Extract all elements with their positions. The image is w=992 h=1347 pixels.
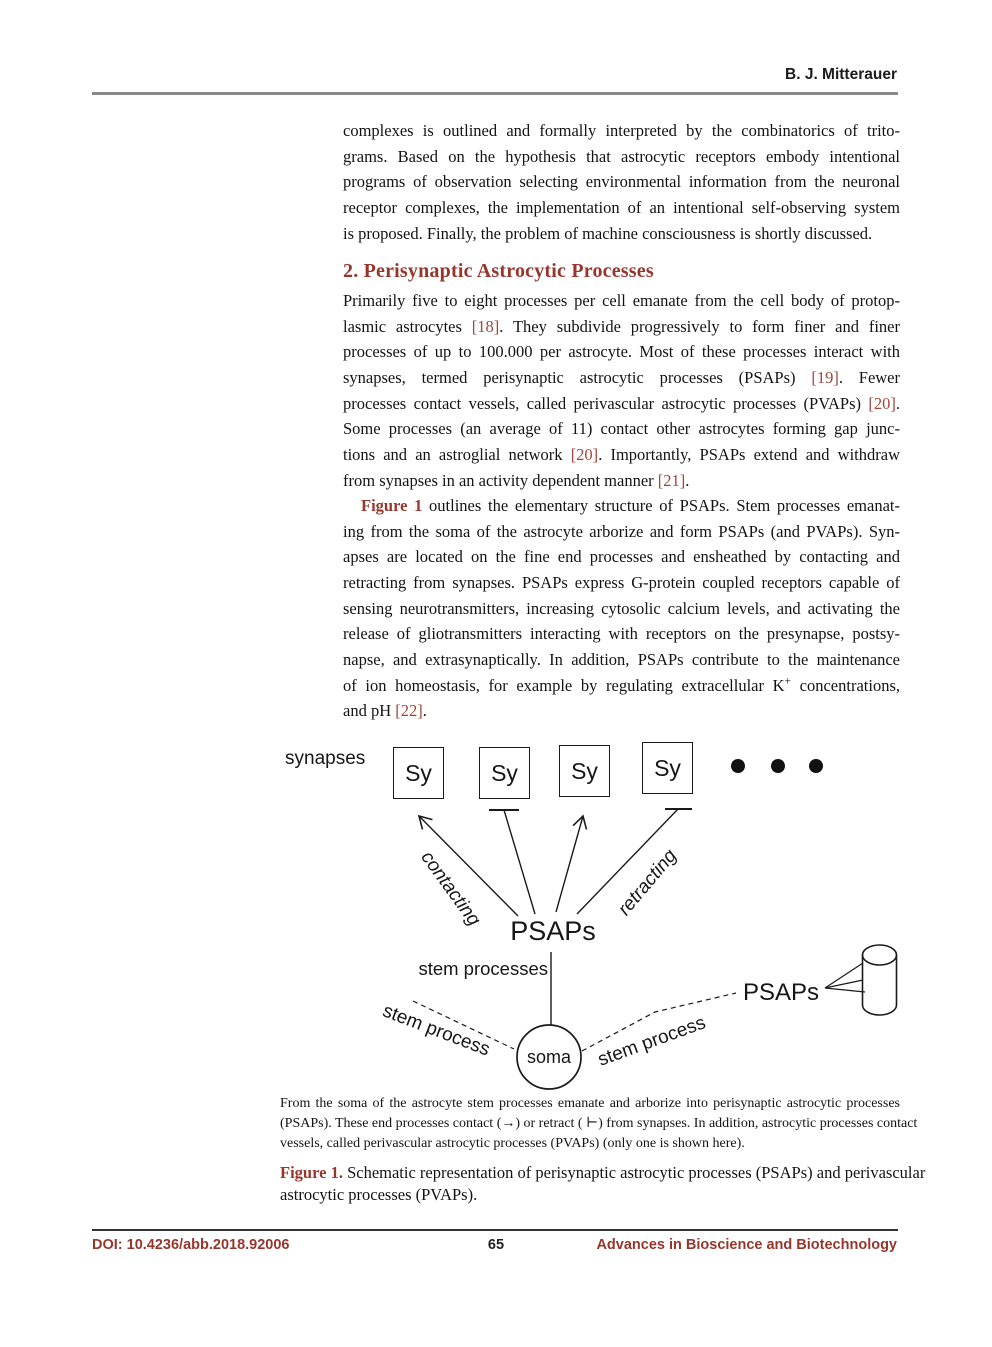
psaps-pvap-label: PSAPs <box>742 979 820 1006</box>
citation-link[interactable]: [19] <box>811 367 839 387</box>
running-head-author: B. J. Mitterauer <box>785 66 897 83</box>
vessel-cylinder <box>861 944 898 1016</box>
contacting-arrow-line-1 <box>417 814 519 917</box>
doi-text: DOI: 10.4236/abb.2018.92006 <box>92 1237 290 1253</box>
citation-link[interactable]: [22] <box>395 701 423 721</box>
synapse-box-4: Sy <box>642 742 693 794</box>
citation-link[interactable]: [20] <box>868 393 896 413</box>
synapse-box-label: Sy <box>491 759 518 786</box>
figure-canvas <box>412 759 898 1090</box>
ellipsis-dot <box>771 759 785 773</box>
soma-circle <box>516 1024 582 1090</box>
synapses-label: synapses <box>285 748 366 769</box>
retracting-line-2 <box>576 808 679 915</box>
ellipsis-dot <box>809 759 823 773</box>
figure-reference[interactable]: Figure 1 <box>361 496 423 515</box>
synapse-box-2: Sy <box>479 747 530 799</box>
figure-1-diagram: synapses Sy Sy Sy Sy contacting retracti… <box>0 728 992 1100</box>
paragraph-psap-overview: Primarily five to eight processes per ce… <box>343 291 900 490</box>
soma-label: soma <box>526 1047 571 1067</box>
synapse-box-1: Sy <box>393 747 444 799</box>
page-number: 65 <box>487 1237 505 1253</box>
ellipsis-dots <box>731 759 823 773</box>
paragraph-figure1-description: Figure 1 outlines the elementary structu… <box>343 496 900 721</box>
synapse-box-3: Sy <box>559 745 610 797</box>
contacting-arrow-line-2 <box>555 814 588 913</box>
ellipsis-dot <box>731 759 745 773</box>
stem-process-dashed-right <box>581 992 737 1052</box>
psaps-main-label: PSAPs <box>510 916 596 946</box>
retracting-line-1 <box>503 809 536 915</box>
synapse-box-label: Sy <box>654 754 681 781</box>
stem-process-dashed-left <box>412 1000 515 1050</box>
paragraph-abstract-continuation: complexes is outlined and formally inter… <box>343 121 900 243</box>
section-heading: 2. Perisynaptic Astrocytic Processes <box>343 260 654 282</box>
figure-reference[interactable]: Figure 1. <box>280 1163 343 1182</box>
figure-caption: Figure 1. Schematic representation of pe… <box>280 1163 926 1204</box>
citation-link[interactable]: [18] <box>471 316 500 336</box>
pvap-fan-lines <box>824 962 866 993</box>
citation-link[interactable]: [20] <box>570 444 599 464</box>
stem-processes-label: stem processes <box>418 958 548 979</box>
citation-link[interactable]: [21] <box>657 470 686 490</box>
header-rule <box>92 92 898 95</box>
synapse-box-label: Sy <box>571 757 598 784</box>
synapse-box-label: Sy <box>405 759 432 786</box>
journal-name: Advances in Bioscience and Biotechnology <box>596 1237 897 1253</box>
figure-note: From the soma of the astrocyte stem proc… <box>280 1096 918 1151</box>
footer-rule <box>92 1229 898 1232</box>
